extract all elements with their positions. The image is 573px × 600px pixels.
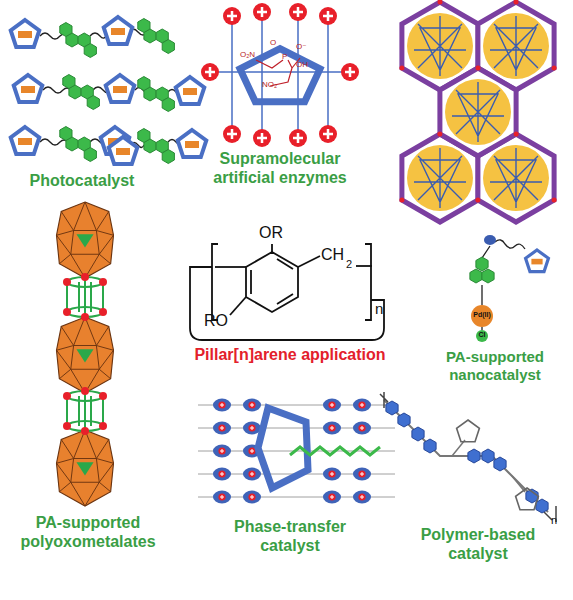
group-label: CH [321,246,344,265]
application-label: PA-supported nanocatalyst [433,348,558,383]
atom-label: O₂N [240,50,255,59]
atom-label: P [282,52,287,61]
substituent-label: RO [204,312,228,331]
enzyme-art [201,3,359,147]
subscript-label: 2 [346,258,352,271]
central-title: Pillar[n]arene application [170,346,410,365]
atom-label: OH [296,60,308,69]
framework-art [399,0,556,222]
atom-label: O [270,38,276,47]
phase-transfer-art [198,399,395,504]
substituent-label: OR [259,224,283,243]
atom-label: Cl [467,331,497,339]
repeat-label: n [551,514,557,527]
polymer-art [380,392,556,522]
application-label: Phase-transfer catalyst [220,518,360,556]
application-label: Photocatalyst [2,172,162,191]
metal-label: Pd(II) [462,311,502,319]
repeat-label: n [375,300,383,318]
nanocatalyst-art [470,235,549,342]
application-label: Supramolecular artificial enzymes [190,150,370,188]
application-label: PA-supported polyoxometalates [8,514,168,552]
photocatalyst-units [11,17,207,164]
polyoxometalate-art [57,202,114,506]
application-label: Polymer-based catalyst [408,526,548,564]
atom-label: NO₂ [262,80,277,89]
atom-label: O⁻ [296,42,306,51]
pillararene-structure [190,244,384,340]
